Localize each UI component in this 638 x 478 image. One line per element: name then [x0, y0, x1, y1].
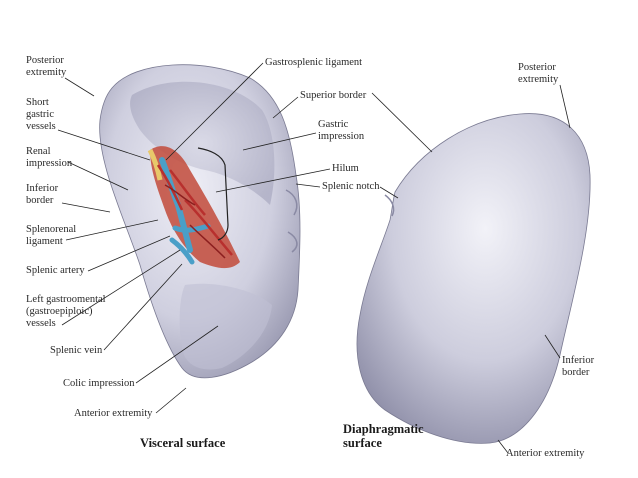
label-splenic-notch: Splenic notch — [322, 181, 380, 192]
leader-lines — [57, 62, 571, 454]
diaphragmatic-notch-mark — [384, 194, 395, 217]
diaphragmatic-spleen-body — [356, 113, 591, 444]
label-inferior-border-diaphragmatic: Inferior border — [562, 355, 595, 378]
label-left-gastroomental-vessels: Left gastroomental (gastroepiploic) vess… — [26, 294, 106, 329]
vein-branch-3 — [169, 237, 195, 265]
artery-branches — [156, 164, 233, 256]
gastric-impression-area — [130, 81, 275, 205]
leader-renal-impression — [67, 161, 129, 191]
label-splenorenal-ligament: Splenorenal ligament — [26, 224, 77, 247]
leader-hilum — [215, 168, 331, 193]
leader-gastrosplenic — [165, 62, 264, 161]
vein-branch-2 — [172, 223, 211, 233]
label-gastrosplenic-ligament: Gastrosplenic ligament — [265, 57, 363, 68]
label-posterior-extremity-diaphragmatic: Posterior extremity — [518, 62, 559, 85]
leader-gastric-impression — [242, 132, 317, 151]
leader-splenorenal — [65, 219, 159, 241]
leader-splenic-vein — [103, 263, 183, 351]
leader-superior-border-dia — [371, 92, 433, 153]
leader-colic-impression — [135, 325, 219, 384]
label-anterior-extremity-visceral: Anterior extremity — [74, 408, 153, 419]
leader-anterior-extremity-left — [155, 387, 187, 414]
label-hilum: Hilum — [332, 163, 359, 174]
hilum-vessels — [147, 146, 240, 269]
vein-branch-1 — [159, 157, 193, 253]
hilum-bracket — [197, 147, 229, 241]
caption-diaphragmatic-surface: Diaphragmatic surface — [343, 422, 424, 450]
label-superior-border: Superior border — [300, 90, 367, 101]
leader-splenic-notch-dia — [379, 186, 399, 199]
label-short-gastric-vessels: Short gastric vessels — [26, 97, 56, 132]
leader-left-gastroomental — [61, 249, 181, 326]
artery-fine-branches — [164, 184, 226, 259]
colic-impression-area — [179, 283, 272, 370]
leader-posterior-extremity-left — [64, 77, 95, 97]
leader-anterior-extremity-dia — [497, 439, 509, 454]
label-colic-impression: Colic impression — [63, 378, 135, 389]
label-renal-impression: Renal impression — [26, 146, 73, 169]
splenic-notch-marks — [285, 189, 298, 253]
label-gastric-impression: Gastric impression — [318, 119, 365, 142]
leader-short-gastric — [57, 129, 151, 161]
caption-visceral-surface: Visceral surface — [140, 436, 226, 450]
leader-splenic-artery — [87, 235, 171, 272]
label-inferior-border-visceral: Inferior border — [26, 183, 59, 206]
label-posterior-extremity-visceral: Posterior extremity — [26, 55, 67, 78]
diaphragmatic-spleen — [356, 113, 591, 444]
label-splenic-artery: Splenic artery — [26, 265, 85, 276]
leader-inferior-border-dia — [544, 334, 561, 359]
fat-deposit — [147, 148, 163, 181]
visceral-spleen — [99, 64, 301, 379]
label-anterior-extremity-diaphragmatic: Anterior extremity — [506, 448, 585, 459]
leader-inferior-border-left — [61, 202, 111, 213]
label-splenic-vein: Splenic vein — [50, 345, 103, 356]
leader-splenic-notch — [295, 183, 321, 188]
leader-posterior-extremity-dia — [559, 84, 571, 129]
leader-superior-border — [272, 96, 299, 119]
